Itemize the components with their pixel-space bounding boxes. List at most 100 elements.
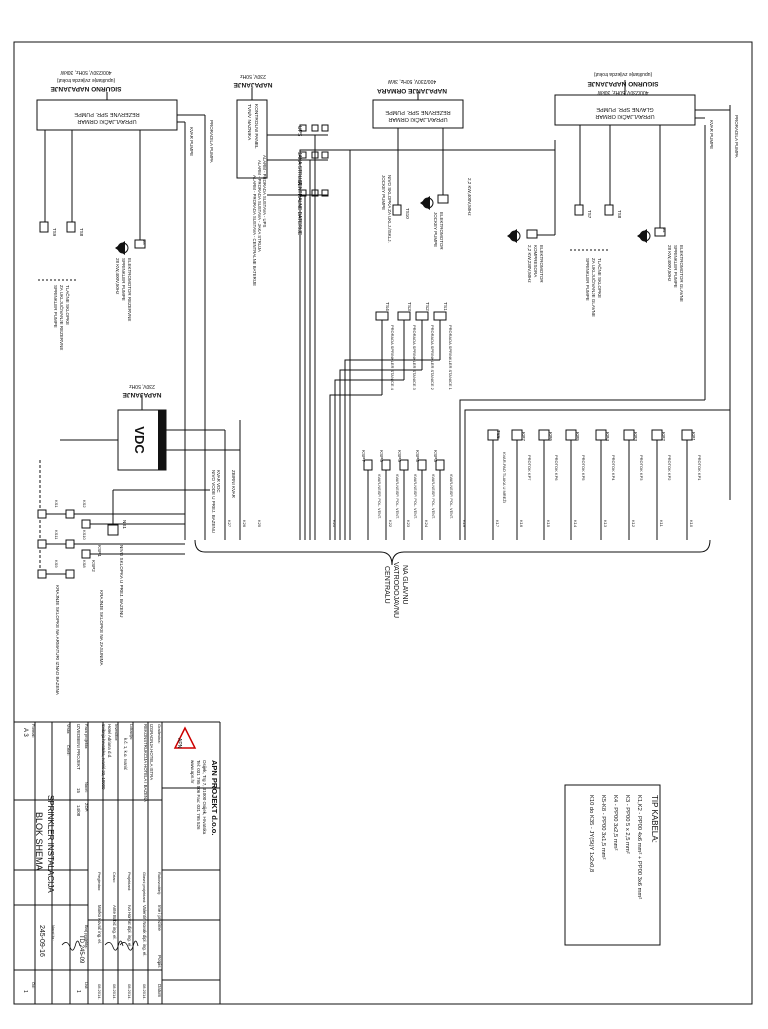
kp1-label: PROTOK KP1 <box>697 455 702 481</box>
control-box1: KONTROLNI PANEL <box>253 104 259 149</box>
compressor-symbol <box>507 229 517 243</box>
control-alarm3: ALARM - PRORADA SUSTAVA - CENTRALNE BATE… <box>252 175 257 286</box>
ts8-reserve-symbol <box>66 221 76 233</box>
ts2-desc: PRORADA SPRINKLER STANICE 2 <box>430 325 435 391</box>
name-3: Ivo Horvat dipl. ing. el. <box>127 905 132 948</box>
main-motor-symbol <box>637 229 647 243</box>
investitor2: Svibnja hrvatska, Ivanić 22, 10000 <box>101 724 106 790</box>
main-motor-line3: 28 KW,400V,50Hz <box>667 245 672 282</box>
ksp1-code: KSP1 <box>97 545 102 557</box>
jockey-panel: NAPAJANJE ORMARA 400/230V, 50Hz, 3kW UPR… <box>372 78 464 129</box>
ksp7-code: KSP7 <box>361 450 366 462</box>
role-2: Glavni projektant: <box>142 872 147 903</box>
kp3-label: PROTOK KP3 <box>639 455 644 481</box>
compressor-circle <box>509 230 521 242</box>
main-motor-line1: ELEKTROMOTOR GLAVNE <box>679 245 684 302</box>
control-ups: UPS <box>296 126 302 137</box>
ksp6-code: KSP6 <box>379 450 384 462</box>
svg-text:K23: K23 <box>406 520 411 528</box>
nacrt: 15 <box>76 788 81 794</box>
vdc-kvar: KVAR VDC <box>216 470 221 493</box>
svg-text:K21: K21 <box>332 520 337 528</box>
m1-terminal <box>654 227 666 237</box>
tlacne-reserve-line2: ZA UKLJUČIVANJE REZERVNE <box>59 285 65 350</box>
svg-text:KS10: KS10 <box>82 530 87 541</box>
role-3: Projektant: <box>127 872 132 891</box>
wire-code-labels: K27 K26 K25 K21 K22 K23 K24 K19 K17 K16 … <box>227 520 694 528</box>
kp2-code: KP2 <box>660 432 666 441</box>
vdc-stripe <box>158 410 166 470</box>
svg-text:K14: K14 <box>573 520 578 528</box>
vdc-header: NAPAJANJE <box>122 391 162 398</box>
cable-row-3: K4 - PP00 3x2,5 mm² <box>612 795 618 850</box>
svg-text:KS11: KS11 <box>54 530 59 540</box>
svg-text:K16: K16 <box>519 520 524 528</box>
control-box <box>236 99 268 179</box>
vrsta-lbl: Vrsta: <box>66 724 71 734</box>
nivo-jockey-line1: NIVO SKLOPKA ZA UKLJ./ISKLJ. <box>387 175 392 243</box>
ts7-main-symbol <box>574 204 584 216</box>
ts10-symbol <box>392 204 402 216</box>
vdc-sub2: 230V, 50Hz <box>129 383 155 389</box>
kp7-label: PROTOK KP7 <box>527 455 532 481</box>
ts4-desc: PRORADA SPRINKLER STANICE 4 <box>390 325 395 391</box>
ksp2-code: KSP2 <box>91 560 96 572</box>
kp1-code: KP1 <box>690 432 696 441</box>
ts9-label: TS9 <box>52 228 57 237</box>
svg-text:K17: K17 <box>495 520 500 528</box>
role-5: Pregledao: <box>97 872 102 891</box>
ts7-main-label: TS7 <box>587 210 592 219</box>
svg-text:KS9: KS9 <box>54 560 59 568</box>
ksp3-code: KSP3 <box>433 450 438 462</box>
col-datum: Datum <box>157 984 162 998</box>
kp4-code: KP4 <box>604 432 610 441</box>
central-line1: NA GLAVNU <box>401 565 408 605</box>
central-line3: CENTRALU <box>383 566 390 604</box>
kp6-label: PROTOK KP6 <box>554 455 559 481</box>
broj-projekta: TD 245-09 <box>78 935 84 964</box>
kp6-code: KP6 <box>547 432 553 441</box>
main-pump-kvar: KVAR PUMPE <box>709 120 714 149</box>
jockey-motor-group: ELEKTROMOTOR JOCKEY PUMPE 2,2 KW,400V,50… <box>381 128 472 250</box>
cable-row-5: K10 do K35 - JY(St)Y 1x2x0,8 <box>588 795 594 872</box>
zop: 14/08 <box>76 805 81 817</box>
ns1-code: NS1 <box>122 520 127 529</box>
svg-text:K10: K10 <box>689 520 694 528</box>
reserve-pump-kvar: KVAR PUMPE <box>189 127 194 156</box>
investitor: Hotel Adriana d.d. <box>107 724 112 758</box>
col-potpis: Potpis <box>157 955 162 968</box>
main-pump-box1: UPRAVLJAČKI ORMAR <box>595 113 654 120</box>
list-lbl: List: <box>84 982 89 989</box>
reserve-pump-sub2: 400/230V, 50Hz, 30kW <box>60 69 111 75</box>
kp5-code: KP5 <box>574 432 580 441</box>
jockey-sub2: 400/230V, 50Hz, 3kW <box>388 78 436 84</box>
reserve-pump-panel: SIGURNO NAPAJANJE (upuštanje zvijezda tr… <box>36 69 214 540</box>
vrsta: Crtež: <box>66 745 71 756</box>
kp5-label: PROTOK KP5 <box>581 455 586 481</box>
compressor-line1: ELEKTROMOTOR <box>539 245 544 283</box>
cable-row-2: K3 - PP00 5 x 2,5 mm² <box>624 795 630 854</box>
list: 1 <box>75 990 81 993</box>
control-alarm1: ALARM - PRORADA SUSTAVA - UPS <box>262 155 267 227</box>
reserve-pump-box2: REZERVNE SPR. PUMPE <box>74 111 140 117</box>
tlacne-main-line2: ZA UKLJUČIVANJE GLAVNE <box>591 258 597 317</box>
svg-text:K22: K22 <box>388 520 393 528</box>
ksp5-label: KVAR-NEISP. POL. VENT. <box>413 474 417 519</box>
main-pump-header: SIGURNO NAPAJANJE <box>587 80 659 87</box>
m1-label: M1 <box>662 227 667 233</box>
svg-text:K13: K13 <box>603 520 608 528</box>
jockey-motor-circle <box>422 197 434 209</box>
jockey-box <box>372 99 464 129</box>
ns1-symbol <box>107 524 119 536</box>
svg-text:08.2014.: 08.2014. <box>97 984 102 1000</box>
reserve-pump-box1: UPRAVLJAČKI ORMAR <box>77 118 136 125</box>
svg-text:K25: K25 <box>257 520 262 528</box>
main-pump-sub1: (upuštanje zvijezda trokut) <box>593 71 652 77</box>
company-name: APN PROJEKT d.o.o. <box>210 760 219 835</box>
reserve-motor-line2: SPRINKLER PUMPE <box>121 258 126 301</box>
svg-text:08.2014.: 08.2014. <box>142 984 147 1000</box>
role-4: Crtao: <box>112 872 117 883</box>
gradevina: IZGRADNJA HOTELA ISTRA <box>149 724 154 780</box>
company-web: www.apn.hr <box>190 760 195 784</box>
